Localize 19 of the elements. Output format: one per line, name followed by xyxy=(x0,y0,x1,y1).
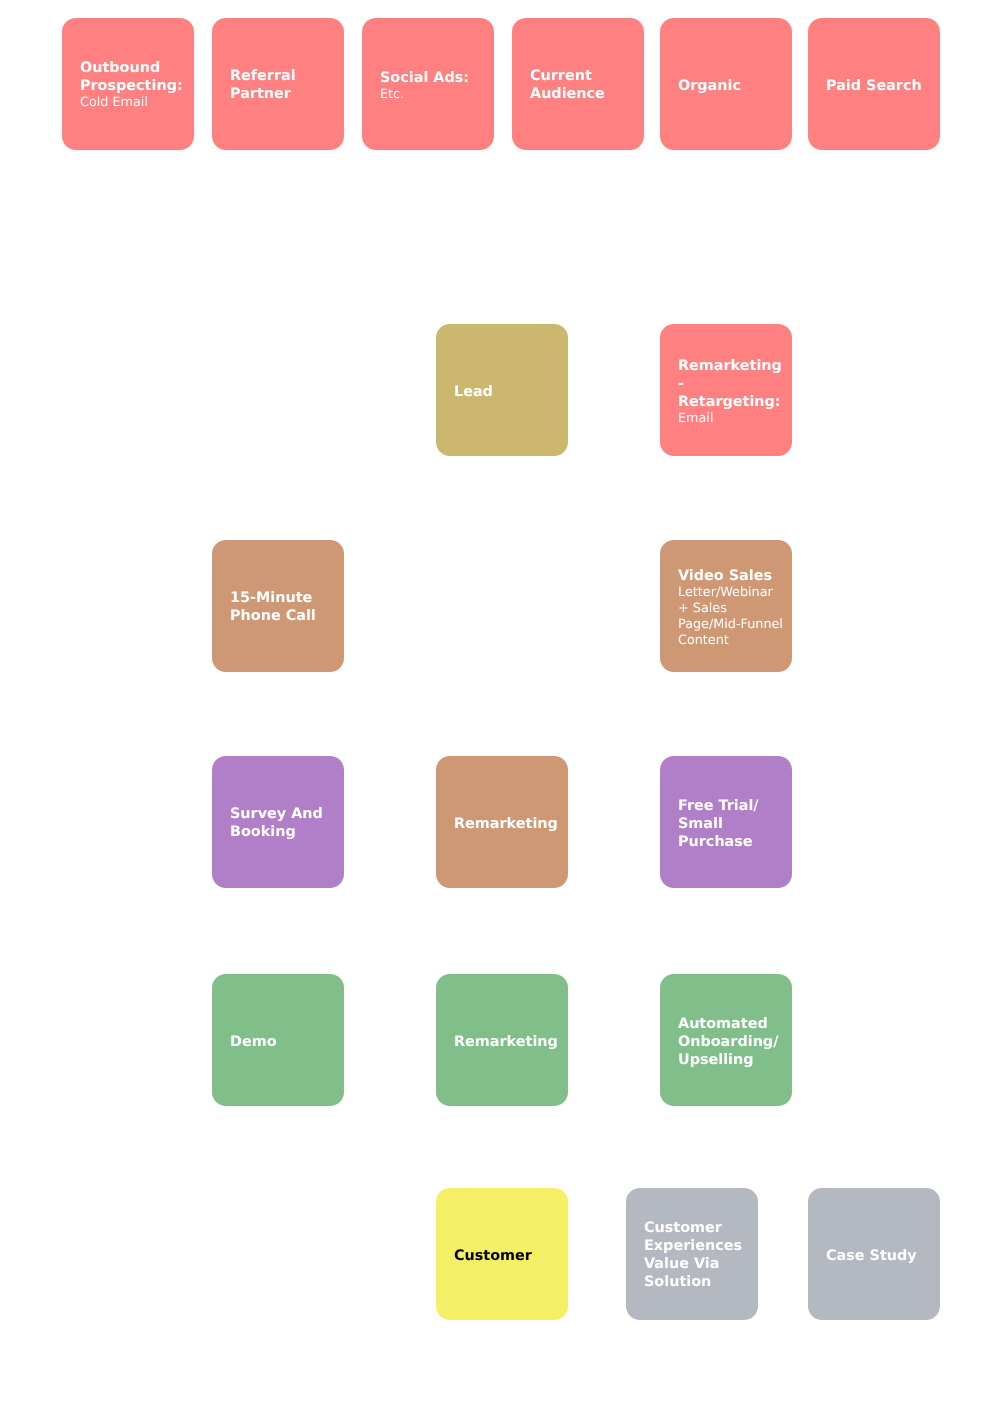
process-box xyxy=(212,18,344,150)
process-box xyxy=(436,324,568,456)
process-box xyxy=(660,756,792,888)
process-box xyxy=(660,540,792,672)
process-box xyxy=(436,974,568,1106)
process-box xyxy=(436,1188,568,1320)
process-box xyxy=(660,974,792,1106)
process-box xyxy=(660,18,792,150)
process-box xyxy=(212,974,344,1106)
process-box xyxy=(512,18,644,150)
process-box xyxy=(436,756,568,888)
process-box xyxy=(212,756,344,888)
process-box xyxy=(362,18,494,150)
process-box xyxy=(660,324,792,456)
process-box xyxy=(808,1188,940,1320)
process-box xyxy=(808,18,940,150)
process-box xyxy=(212,540,344,672)
process-box xyxy=(62,18,194,150)
process-box xyxy=(626,1188,758,1320)
